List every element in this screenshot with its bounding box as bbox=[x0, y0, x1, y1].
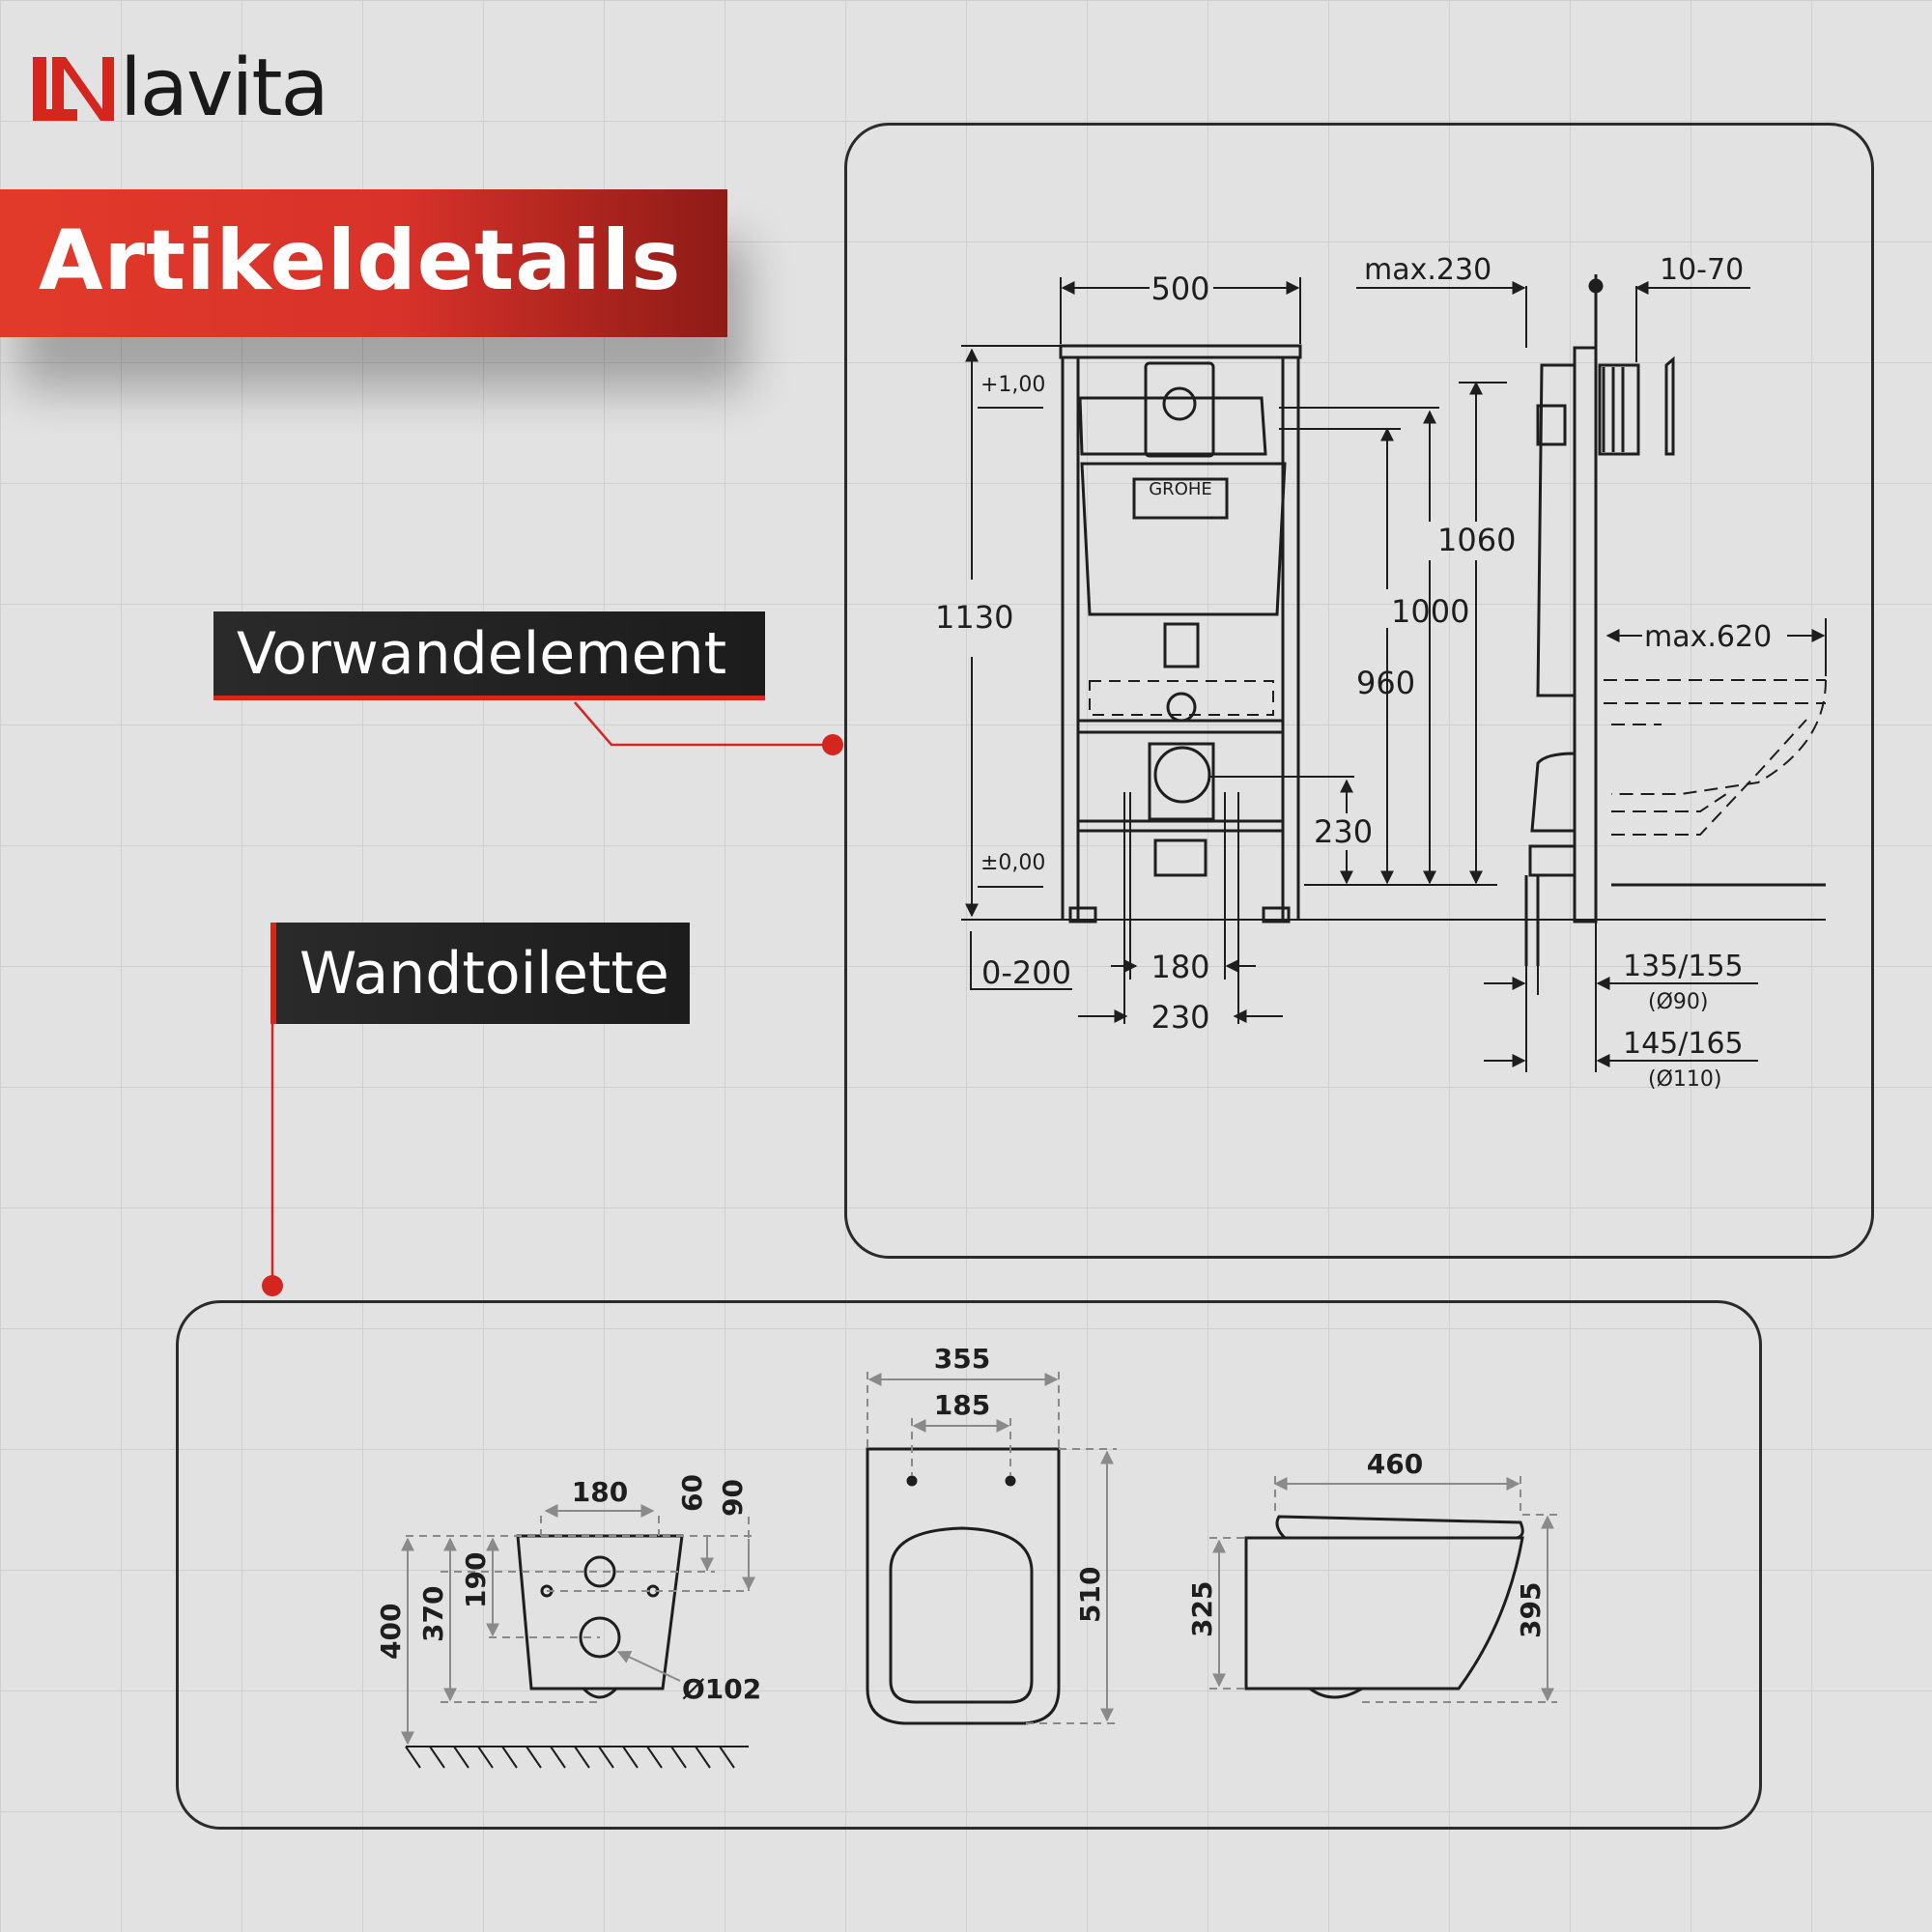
top-dim-355: 355 bbox=[934, 1343, 990, 1375]
rear-dim-400: 400 bbox=[375, 1604, 407, 1660]
brand-name: lavita bbox=[120, 43, 329, 134]
wall-toilet-connector bbox=[262, 1024, 283, 1296]
brand-logo: lavita bbox=[33, 43, 329, 134]
dim-0-200: 0-200 bbox=[981, 954, 1071, 991]
rear-dim-180: 180 bbox=[572, 1476, 628, 1508]
rear-dim-190: 190 bbox=[460, 1552, 492, 1608]
wall-toilet-panel bbox=[176, 1300, 1762, 1830]
dim-pipe-90-diameter: (Ø90) bbox=[1648, 990, 1708, 1014]
toilet-top-view bbox=[866, 1447, 1061, 1725]
dim-pipe-110: 145/165 bbox=[1623, 1027, 1744, 1061]
dim-1000: 1000 bbox=[1391, 593, 1469, 630]
dim-10-70: 10-70 bbox=[1660, 253, 1744, 287]
toilet-rear-view bbox=[516, 1534, 684, 1699]
pre-wall-connector bbox=[574, 701, 843, 755]
lavita-logo-icon bbox=[33, 57, 114, 121]
floor-hatching bbox=[405, 1746, 749, 1769]
rear-dimension-arrows bbox=[401, 1504, 755, 1746]
side-dimension-lines bbox=[1356, 281, 1827, 1072]
dim-230-height: 230 bbox=[1314, 813, 1373, 850]
side-dimension-lines-toilet bbox=[1209, 1476, 1557, 1703]
level-top: +1,00 bbox=[980, 373, 1045, 397]
top-dim-510: 510 bbox=[1074, 1567, 1106, 1623]
pre-wall-frame-panel bbox=[844, 123, 1874, 1259]
dim-pipe-90: 135/155 bbox=[1623, 950, 1744, 983]
top-dim-185: 185 bbox=[934, 1389, 990, 1421]
frame-dimension-lines bbox=[961, 277, 1826, 1024]
wall-toilet-label: Wandtoilette bbox=[270, 923, 690, 1024]
dim-230-front: 230 bbox=[1151, 999, 1209, 1036]
dim-1060: 1060 bbox=[1437, 522, 1516, 558]
top-dimension-lines bbox=[867, 1372, 1117, 1724]
level-zero: ±0,00 bbox=[980, 851, 1045, 875]
dim-1130: 1130 bbox=[935, 599, 1013, 636]
side-dim-395: 395 bbox=[1515, 1582, 1547, 1638]
wall-toilet-text: Wandtoilette bbox=[299, 939, 669, 1008]
rear-dim-370: 370 bbox=[417, 1586, 449, 1642]
rear-dim-d102: Ø102 bbox=[682, 1673, 761, 1705]
dim-180-front: 180 bbox=[1151, 949, 1209, 985]
page-title: Artikeldetails bbox=[39, 213, 682, 309]
pre-wall-element-label: Vorwandelement bbox=[213, 611, 765, 700]
side-dim-325: 325 bbox=[1186, 1581, 1218, 1637]
pre-wall-element-text: Vorwandelement bbox=[237, 619, 727, 688]
frame-front-view bbox=[1059, 344, 1302, 923]
rear-dim-60: 60 bbox=[676, 1474, 708, 1512]
dim-960: 960 bbox=[1356, 665, 1415, 701]
side-dim-460: 460 bbox=[1367, 1448, 1423, 1480]
dim-max-230: max.230 bbox=[1364, 253, 1492, 287]
frame-side-view bbox=[1524, 274, 1827, 966]
dim-frame-width: 500 bbox=[1151, 270, 1209, 307]
title-banner: Artikeldetails bbox=[0, 189, 727, 337]
rear-dim-90: 90 bbox=[717, 1479, 749, 1517]
manufacturer-mark: GROHE bbox=[1149, 479, 1212, 499]
dim-max-620: max.620 bbox=[1644, 620, 1772, 654]
dim-pipe-110-diameter: (Ø110) bbox=[1648, 1067, 1721, 1092]
toilet-side-view bbox=[1244, 1515, 1524, 1699]
